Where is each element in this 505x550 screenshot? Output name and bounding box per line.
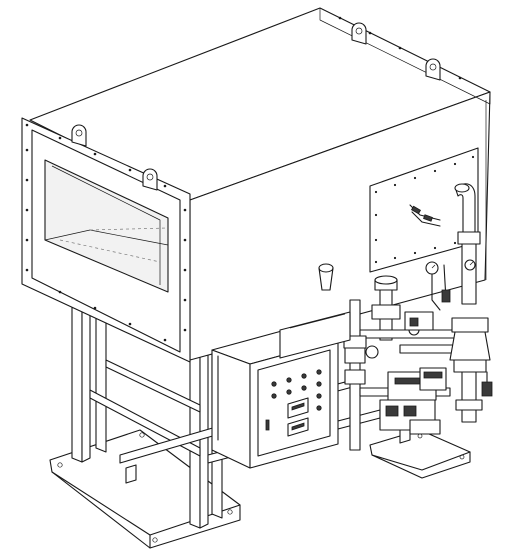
right-skid [370, 430, 470, 478]
leg-front-left [72, 300, 82, 462]
flange-bolts [25, 16, 462, 342]
duct-housing [22, 8, 490, 362]
lifting-lug-icon [72, 23, 440, 190]
pilot-light-icon [272, 370, 321, 410]
gauge-icon [409, 260, 475, 335]
gas-train-piping [344, 184, 492, 450]
inlet-opening [45, 160, 168, 292]
pressure-switch [482, 382, 492, 396]
burner-motor [280, 312, 350, 358]
sight-port [319, 264, 333, 272]
valve-icon [452, 318, 488, 332]
regulator [405, 312, 433, 330]
